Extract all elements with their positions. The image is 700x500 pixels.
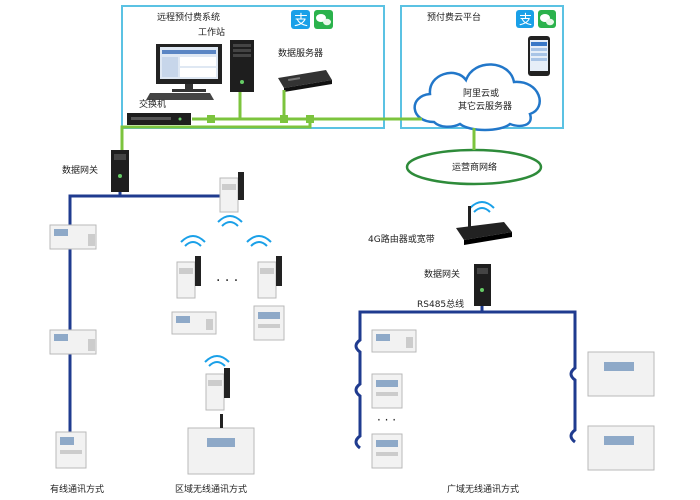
rs485-bus-right bbox=[482, 310, 577, 444]
area-wireless-mode-label: 区域无线通讯方式 bbox=[175, 483, 247, 495]
wireless-module-icon bbox=[205, 368, 230, 411]
meter-icon bbox=[253, 305, 285, 341]
alipay-icon: 支 bbox=[516, 10, 534, 28]
wired-bus-branch bbox=[120, 194, 230, 205]
gateway-icon bbox=[474, 264, 491, 306]
cloud-label-line1: 阿里云或 bbox=[463, 87, 499, 99]
ethernet-links bbox=[120, 90, 476, 150]
wechat-icon bbox=[538, 10, 556, 28]
cloud-icon bbox=[413, 63, 541, 132]
wired-bus bbox=[68, 192, 122, 460]
prepaid-meter-box-icon bbox=[587, 425, 655, 471]
data-gateway-left-label: 数据网关 bbox=[62, 164, 98, 176]
rs485-bus bbox=[354, 306, 484, 450]
wireless-collector-icon bbox=[219, 172, 244, 213]
remote-system-label: 远程预付费系统 bbox=[157, 11, 220, 23]
operator-network-label: 运营商网络 bbox=[452, 161, 497, 173]
monitor-icon bbox=[146, 44, 222, 100]
router-icon bbox=[456, 206, 512, 245]
server-icon bbox=[278, 70, 332, 92]
meter-icon bbox=[55, 431, 87, 469]
rs485-label: RS485总线 bbox=[417, 298, 464, 310]
svg-text:支: 支 bbox=[519, 13, 532, 28]
wifi-icon bbox=[246, 235, 272, 247]
data-server-label: 数据服务器 bbox=[278, 47, 323, 59]
meter-icon bbox=[49, 224, 97, 250]
wifi-icon bbox=[204, 355, 230, 367]
wifi-icon bbox=[180, 235, 206, 247]
cloud-label-line2: 其它云服务器 bbox=[458, 100, 512, 112]
wireless-module-icon bbox=[257, 256, 282, 299]
gateway-icon bbox=[111, 150, 129, 192]
svg-text:支: 支 bbox=[294, 13, 308, 29]
wireless-module-icon bbox=[176, 256, 201, 299]
alipay-icon: 支 bbox=[291, 10, 310, 29]
prepaid-meter-box-icon bbox=[187, 414, 255, 475]
meter-icon bbox=[371, 433, 403, 469]
wide-wireless-mode-label: 广域无线通讯方式 bbox=[447, 483, 519, 495]
server-tower-icon bbox=[230, 40, 254, 92]
meter-icon bbox=[171, 311, 217, 335]
meter-icon bbox=[371, 329, 417, 353]
cloud-platform-label: 预付费云平台 bbox=[427, 11, 481, 23]
smartphone-icon bbox=[528, 36, 550, 76]
wifi-icon bbox=[469, 201, 495, 213]
meter-icon bbox=[49, 329, 97, 355]
switch-label: 交换机 bbox=[139, 98, 166, 110]
meter-icon bbox=[371, 373, 403, 409]
wired-mode-label: 有线通讯方式 bbox=[50, 483, 104, 495]
data-gateway-right-label: 数据网关 bbox=[424, 268, 460, 280]
workstation-label: 工作站 bbox=[198, 26, 225, 38]
prepaid-meter-box-icon bbox=[587, 351, 655, 397]
wechat-icon bbox=[314, 10, 333, 29]
wifi-icon bbox=[217, 215, 243, 227]
ellipsis-mid: · · · bbox=[216, 273, 238, 289]
switch-icon bbox=[127, 113, 191, 125]
router-label: 4G路由器或宽带 bbox=[368, 233, 435, 245]
ellipsis-right: · · · bbox=[377, 413, 396, 427]
